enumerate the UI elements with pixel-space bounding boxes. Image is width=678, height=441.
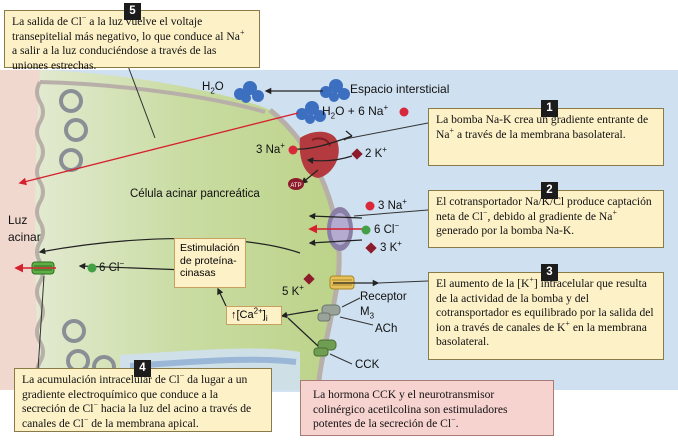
- vesicle: [64, 118, 88, 142]
- callout1-leader: [339, 122, 429, 141]
- potassium-ion-icon: [365, 242, 377, 254]
- cotransport-arrow-top: [308, 212, 363, 220]
- sodium-ion-icon: [365, 201, 375, 211]
- water-molecule-icon: [320, 79, 350, 102]
- callout5-leader: [127, 65, 156, 139]
- pump-na-arrow: [295, 135, 353, 150]
- acinar-lumen: [0, 70, 40, 390]
- pump-potassium-label: 2 K+: [365, 145, 387, 160]
- ca-to-stim-arrow: [217, 287, 227, 307]
- callout-number-4: 4: [134, 360, 151, 377]
- callout2-leader: [353, 209, 429, 217]
- callout-number-2: 2: [541, 182, 558, 199]
- callout-number-3: 3: [541, 264, 558, 281]
- ach-leader: [339, 316, 374, 326]
- callout-number-5: 5: [124, 3, 141, 20]
- callout3-leader: [377, 280, 429, 284]
- potassium-ion-icon: [351, 148, 363, 160]
- water-label: H2O: [202, 81, 224, 96]
- receptor-label: Receptor: [360, 291, 407, 303]
- vesicle: [62, 319, 86, 343]
- calcium-box: ↑[Ca2+]i: [226, 306, 282, 325]
- m3-receptor-icon: [317, 304, 341, 322]
- cck-to-ca-arrow: [287, 317, 319, 347]
- cell-top-membrane: [39, 80, 266, 114]
- pump-sodium-label: 3 Na+: [256, 141, 285, 156]
- callout4-leader: [37, 275, 45, 371]
- potassium-ion-icon: [303, 273, 315, 285]
- apical-membrane: [35, 80, 45, 384]
- cck-receptor-icon: [313, 339, 337, 357]
- apical-chloride-label: 6 Cl−: [99, 259, 125, 274]
- water-molecule-icon: [296, 101, 326, 124]
- efflux-potassium-label: 5 K+: [282, 283, 304, 298]
- callout-box-5: La salida de Cl− a la luz vuelve el volt…: [4, 10, 260, 72]
- pump-k-arrow: [306, 155, 353, 164]
- cell-label: Célula acinar pancreática: [130, 188, 260, 200]
- ach-label: ACh: [375, 323, 398, 335]
- interstitial-space-label: Espacio intersticial: [350, 82, 450, 96]
- cotransport-sodium-label: 3 Na+: [378, 197, 407, 212]
- callout-box-2: El cotransportador Na/K/Cl produce capta…: [428, 190, 664, 248]
- callout-number-1: 1: [541, 100, 558, 117]
- chloride-ion-icon: [361, 225, 371, 235]
- stim-to-channel-arrow: [78, 262, 187, 271]
- cotransport-potassium-label: 3 K+: [380, 239, 402, 254]
- atp-arrow: [300, 169, 319, 184]
- callout-box-1: La bomba Na-K crea un gradiente entrante…: [428, 108, 664, 166]
- atp-icon: ATP: [288, 178, 304, 190]
- cck-leader: [329, 353, 353, 365]
- water-molecule-icon: [234, 81, 264, 103]
- cotransport-chloride-label: 6 Cl−: [374, 221, 400, 236]
- svg-text:ATP: ATP: [290, 183, 301, 189]
- receptor-leader: [341, 297, 361, 308]
- callout-box-3: El aumento de la [K+] intracelular que r…: [428, 272, 664, 360]
- cck-label: CCK: [355, 359, 380, 371]
- na-paracellular-arrow: [18, 112, 299, 186]
- capillary-inner: [129, 356, 297, 369]
- sodium-ion-icon: [399, 107, 409, 117]
- chloride-ion-icon: [87, 263, 97, 273]
- callout-box-4: La acumulación intracelular de Cl− da lu…: [14, 368, 272, 432]
- cotransport-arrow-bottom: [308, 239, 363, 246]
- sodium-ion-icon: [288, 145, 298, 155]
- receptor-to-ca-arrow: [280, 309, 319, 319]
- m3-label: M3: [360, 306, 375, 321]
- hormone-note-box: La hormona CCK y el neurotransmisor coli…: [300, 380, 554, 436]
- vesicle: [59, 89, 83, 113]
- water-sodium-label: H2O + 6 Na+: [322, 103, 389, 121]
